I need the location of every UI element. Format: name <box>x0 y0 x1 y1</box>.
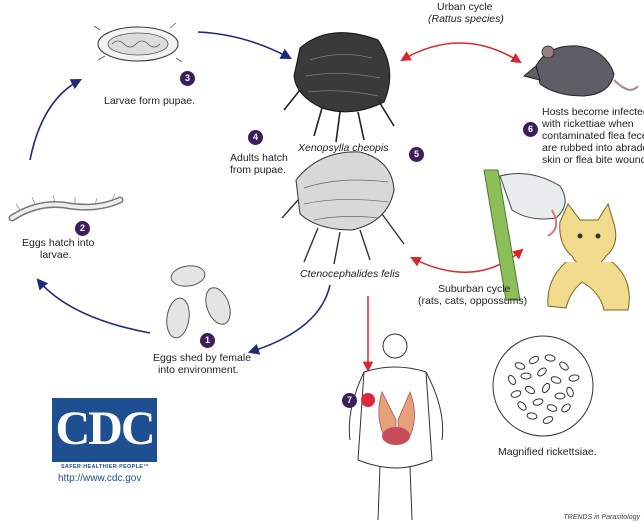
eggs-illustration <box>164 264 235 340</box>
magnified-label: Magnified rickettsiae. <box>498 446 597 458</box>
step1-line1: Eggs shed by female <box>153 352 251 364</box>
step4-label-line2: from pupae. <box>230 164 286 176</box>
step-badge-1: 1 <box>200 333 215 348</box>
arrow-eggs-to-larvae <box>38 280 150 333</box>
suburban-cycle-hosts: (rats, cats, oppossums) <box>418 295 527 307</box>
cat-illustration <box>548 204 629 310</box>
step6-line2: with rickettiae when <box>542 118 634 130</box>
step2-line2: larvae. <box>40 249 72 261</box>
rickettsia-cell <box>521 373 531 379</box>
rickettsia-cell <box>555 393 565 399</box>
step6-line3: contaminated flea feces <box>542 130 644 142</box>
step4-label-line1: Adults hatch <box>230 152 288 164</box>
step-badge-7: 7 <box>342 393 357 408</box>
rat-illustration <box>524 46 638 96</box>
suburban-cycle-label: Suburban cycle <box>438 283 510 295</box>
urban-cycle-label: Urban cycle <box>437 1 492 13</box>
step-badge-4: 4 <box>248 130 263 145</box>
pupa-illustration <box>94 23 182 62</box>
step3-label: Larvae form pupae. <box>104 95 195 107</box>
cdc-tagline: SAFER·HEALTHIER·PEOPLE™ <box>52 464 158 470</box>
step-badge-2: 2 <box>75 221 90 236</box>
flea2-name: Ctenocephalides felis <box>300 268 400 280</box>
step1-line2: into environment. <box>158 364 239 376</box>
arrow-adult-to-eggs <box>250 285 330 352</box>
flea1-name: Xenopsylla cheopis <box>298 142 388 154</box>
step-badge-5: 5 <box>409 147 424 162</box>
human-figure-illustration <box>349 334 442 520</box>
step6-line1: Hosts become infected <box>542 106 644 118</box>
step-badge-6: 6 <box>523 122 538 137</box>
step6-line5: skin or flea bite wounds. <box>542 154 644 166</box>
step2-line1: Eggs hatch into <box>22 237 94 249</box>
step6-line4: are rubbed into abraded <box>542 142 644 154</box>
cdc-logo-text: CDC <box>52 404 157 454</box>
flea-xenopsylla-illustration <box>284 33 394 142</box>
arrow-urban-cycle <box>402 43 520 62</box>
step-badge-3: 3 <box>180 71 195 86</box>
larva-illustration <box>12 194 120 218</box>
arrow-pupae-to-adult <box>198 32 290 58</box>
arrow-larvae-to-pupae <box>30 80 80 160</box>
cdc-url-link[interactable]: http://www.cdc.gov <box>58 473 141 484</box>
flea-ctenocephalides-illustration <box>282 152 404 264</box>
footer-credit: TRENDS in Parasitology <box>563 514 640 521</box>
urban-cycle-species: (Rattus species) <box>428 13 504 25</box>
cdc-logo: CDC <box>52 398 157 462</box>
